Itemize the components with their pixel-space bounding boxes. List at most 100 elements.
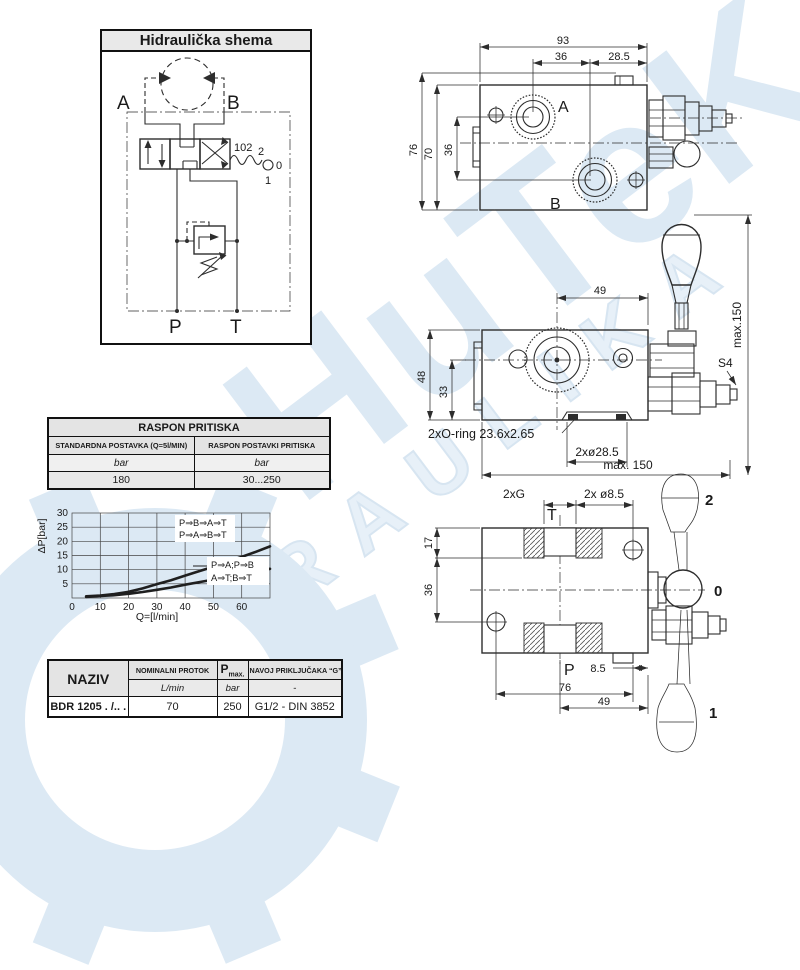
tick-label: 40 — [180, 602, 192, 613]
spec-thread-header: NAVOJ PRIKLJUČAKA “G” — [247, 659, 343, 681]
pressure-range-value: 30...250 — [193, 471, 331, 490]
top-view-port-b: B — [550, 196, 561, 213]
top-view-port-a: A — [558, 99, 569, 116]
lever-position-1: 1 — [709, 705, 717, 722]
model-spec-table: NAZIV NOMINALNI PROTOK Pmax. NAVOJ PRIKL… — [47, 659, 343, 719]
dim-36-bottom: 36 — [423, 584, 435, 596]
schema-pos2-label: 2 — [258, 146, 264, 158]
chart-y-axis-label: ΔP[bar] — [36, 518, 48, 553]
top-view-relief-screw — [648, 95, 745, 169]
oring-note: 2xO-ring 23.6x2.65 — [428, 427, 534, 441]
pressure-standard-value: 180 — [47, 471, 195, 490]
tick-label: 10 — [57, 565, 69, 576]
schema-port-a-label: A — [117, 93, 130, 114]
schema-port-b-label: B — [227, 93, 240, 114]
schema-title: Hidraulička shema — [102, 31, 310, 52]
bottom-view-port-t: T — [547, 507, 557, 524]
dim-17: 17 — [423, 537, 435, 549]
schema-port-t-label: T — [230, 317, 242, 338]
schema-positions-label: 102 — [234, 142, 252, 154]
dim-70: 70 — [423, 148, 435, 160]
spec-pmax-header: Pmax. — [216, 659, 249, 681]
tick-label: 15 — [57, 551, 69, 562]
tick-label: 5 — [62, 579, 68, 590]
holes-2x85-label: 2x ø8.5 — [584, 487, 624, 501]
tick-label: 20 — [123, 602, 135, 613]
side-view-body — [465, 293, 662, 430]
bottom-view-dimensions — [434, 500, 649, 714]
spec-pmax-value: 250 — [216, 696, 249, 718]
bore-note: 2xø28.5 — [575, 445, 619, 459]
dim-49-bottom: 49 — [598, 696, 610, 708]
tick-label: 25 — [57, 522, 69, 533]
schema-pos0-label: 0 — [276, 160, 282, 172]
hydraulic-schema-diagram: A B 10 — [117, 57, 291, 338]
dim-48: 48 — [416, 371, 428, 383]
dim-36: 36 — [555, 51, 567, 63]
pressure-col1-header: STANDARDNA POSTAVKA (Q=5l/MIN) — [47, 436, 195, 455]
side-view-dimensions — [427, 214, 752, 479]
dim-28-5: 28.5 — [608, 51, 629, 63]
dim-93: 93 — [557, 35, 569, 47]
valve-boundary-box — [126, 111, 291, 312]
spec-model-name: BDR 1205 . /.. . — [47, 696, 129, 718]
lever-position-2: 2 — [705, 492, 713, 509]
dim-76: 76 — [408, 144, 420, 156]
bottom-view-drawing: 2xG 2x ø8.5 17 36 8.5 76 49 T P — [423, 473, 727, 753]
hydraulic-motor-symbol — [144, 57, 225, 112]
dim-49: 49 — [594, 285, 606, 297]
bottom-view-port-p: P — [564, 662, 575, 679]
spec-name-header: NAZIV — [47, 659, 129, 698]
pressure-col2-header: RASPON POSTAVKI PRITISKA — [193, 436, 331, 455]
lever-position-0: 0 — [714, 583, 722, 600]
bottom-view-body — [470, 515, 705, 665]
dim-33: 33 — [438, 386, 450, 398]
side-view-lever — [649, 223, 702, 378]
tick-label: 30 — [57, 508, 69, 519]
pressure-col2-unit: bar — [193, 454, 331, 472]
side-view-drawing: 49 48 33 max.150 2xO-ring 23.6x2.65 2xø2… — [416, 214, 752, 479]
chart-legend-full-flow: P⇒B⇒A⇒T P⇒A⇒B⇒T — [175, 515, 235, 542]
dim-76: 76 — [559, 682, 571, 694]
spec-flow-value: 70 — [127, 696, 218, 718]
schema-pos1-label: 1 — [265, 175, 271, 187]
legend-label: P⇒A;P⇒B — [211, 560, 254, 570]
tick-label: 10 — [95, 602, 107, 613]
pmax-subscript: max. — [228, 671, 245, 679]
top-view-body — [460, 75, 740, 211]
table-row: BDR 1205 . /.. . 70 250 G1/2 - DIN 3852 — [47, 696, 343, 718]
spec-flow-header: NOMINALNI PROTOK — [127, 659, 218, 681]
dim-max150-vertical: max.150 — [730, 302, 744, 348]
side-view-relief-screw — [647, 372, 738, 415]
tick-label: 20 — [57, 536, 69, 547]
pmax-symbol: P — [220, 662, 229, 676]
tick-label: 0 — [69, 602, 75, 613]
schema-port-p-label: P — [169, 317, 182, 338]
wrench-s4-label: S4 — [718, 356, 733, 370]
tick-label: 60 — [236, 602, 248, 613]
schema-ab-lines — [144, 112, 225, 139]
chart-grid — [71, 512, 271, 599]
spec-thread-value: G1/2 - DIN 3852 — [247, 696, 343, 718]
bottom-view-lever-positions — [647, 473, 727, 753]
dim-36-vertical: 36 — [443, 144, 455, 156]
chart-x-axis-label: Q=[l/min] — [136, 611, 178, 623]
legend-label: P⇒B⇒A⇒T — [179, 518, 227, 528]
directional-valve-symbol — [139, 137, 274, 171]
legend-label: P⇒A⇒B⇒T — [179, 530, 227, 540]
spec-pmax-unit: bar — [216, 679, 249, 698]
pressure-table-title: RASPON PRITISKA — [47, 417, 331, 437]
pressure-range-table: RASPON PRITISKA STANDARDNA POSTAVKA (Q=5… — [47, 417, 331, 490]
dim-max150-horizontal: max. 150 — [603, 458, 653, 472]
thread-2xg-label: 2xG — [503, 487, 525, 501]
legend-label: A⇒T;B⇒T — [211, 573, 252, 583]
chart-y-ticks: 30 25 20 15 10 5 — [57, 508, 69, 590]
pressure-col1-unit: bar — [47, 454, 195, 472]
relief-valve-symbol — [175, 221, 239, 313]
datasheet-page: Hidraulička shema A B — [36, 29, 752, 753]
tick-label: 50 — [208, 602, 220, 613]
top-view-drawing: 93 36 28.5 76 70 36 A B — [408, 35, 745, 213]
pressure-drop-chart: 30 25 20 15 10 5 0 10 20 30 40 50 60 ΔP[… — [36, 508, 272, 623]
hydraulic-schema-panel: Hidraulička shema A B — [100, 29, 312, 345]
spec-flow-unit: L/min — [127, 679, 218, 698]
